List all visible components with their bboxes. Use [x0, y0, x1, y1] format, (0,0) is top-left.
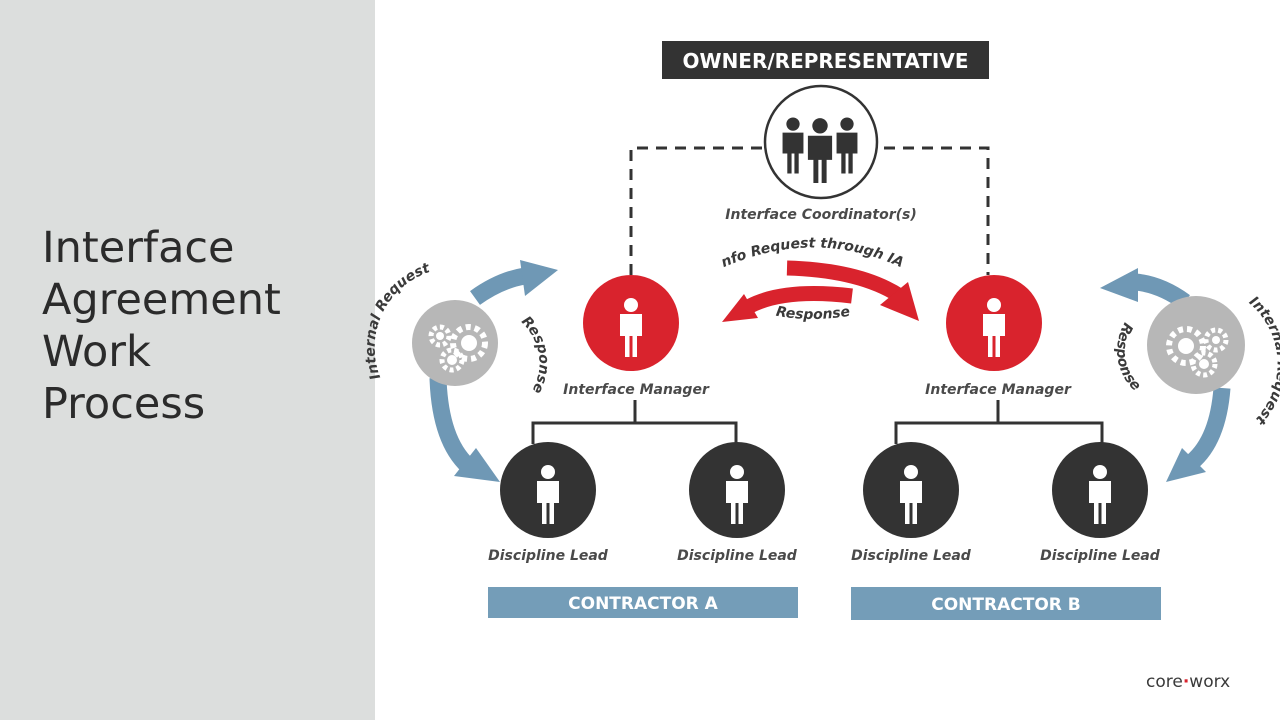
interface-manager-a-label: Interface Manager: [563, 382, 710, 398]
contractor-a-tree-connector: [531, 400, 738, 444]
arrow-icon: [1166, 448, 1206, 482]
owner-label: OWNER/REPRESENTATIVE: [683, 49, 969, 73]
coreworx-logo: core·worx: [1146, 672, 1230, 692]
discipline-lead-a1-label: Discipline Lead: [488, 548, 609, 564]
request-arrow-head: [880, 282, 919, 321]
title-line-4: Process: [42, 379, 206, 429]
left-panel: [0, 0, 375, 720]
brand-right: worx: [1189, 672, 1231, 692]
discipline-lead-b2-label: Discipline Lead: [1040, 548, 1161, 564]
coordinator-label: Interface Coordinator(s): [725, 207, 916, 223]
arrow-icon: [1100, 268, 1138, 302]
internal-response-arrow-a: [429, 377, 475, 473]
response-arrow-head: [722, 294, 758, 322]
interface-manager-b-label: Interface Manager: [925, 382, 1072, 398]
exchange-response-label: Response: [775, 304, 851, 323]
discipline-lead-a2-node: [689, 442, 785, 538]
contractor-b-bar: [851, 587, 1161, 620]
discipline-lead-b1-label: Discipline Lead: [851, 548, 972, 564]
brand-left: core: [1146, 672, 1183, 692]
discipline-lead-b2-node: [1052, 442, 1148, 538]
discipline-lead-a2-label: Discipline Lead: [677, 548, 798, 564]
brand-dot: ·: [1182, 672, 1190, 692]
gears-icon: [412, 300, 498, 386]
discipline-lead-a1-node: [500, 442, 596, 538]
discipline-lead-b1-node: [863, 442, 959, 538]
title-line-2: Agreement: [42, 275, 281, 325]
internal-request-arrow-b: [1134, 273, 1190, 309]
title-line-1: Interface: [42, 223, 235, 273]
internal-request-arrow-a: [470, 267, 527, 305]
contractor-a-label: CONTRACTOR A: [568, 594, 719, 614]
gears-icon: [1147, 296, 1245, 394]
arrow-icon: [454, 448, 500, 482]
interface-coordinator-node: [763, 84, 879, 200]
interface-manager-a-node: [583, 275, 679, 371]
contractor-a-bar: [488, 587, 798, 618]
slide-title: Interface Agreement Work Process: [42, 222, 362, 430]
contractor-b-group: Internal Request Response Interface Mana…: [851, 268, 1280, 620]
owner-representative-box: OWNER/REPRESENTATIVE: [662, 41, 989, 79]
contractor-b-label: CONTRACTOR B: [931, 595, 1081, 615]
internal-response-label-a: Response: [518, 313, 552, 396]
request-arrow: [786, 260, 905, 303]
internal-request-label-b: Internal Request: [1246, 294, 1280, 429]
internal-response-arrow-b: [1186, 387, 1231, 469]
internal-response-label-b: Response: [1113, 320, 1144, 394]
interface-manager-b-node: [946, 275, 1042, 371]
arrow-icon: [520, 260, 558, 296]
contractor-b-tree-connector: [894, 400, 1104, 444]
title-line-3: Work: [42, 327, 151, 377]
response-arrow: [746, 286, 853, 313]
